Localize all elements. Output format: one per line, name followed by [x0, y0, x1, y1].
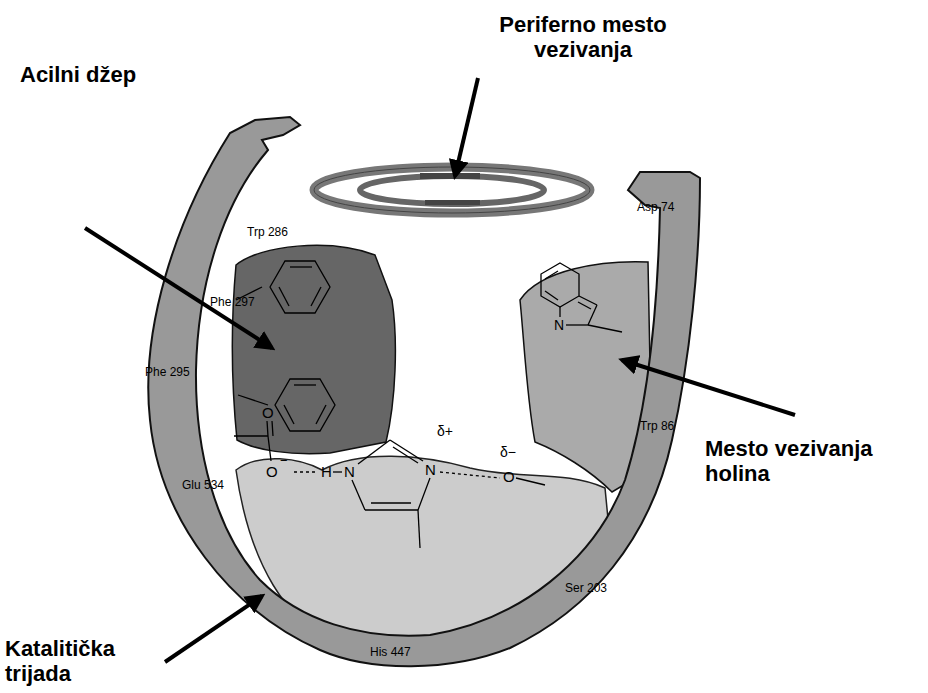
- residue-label: Ser 203: [565, 582, 607, 596]
- leader-arrows: [85, 78, 795, 662]
- residue-label: Trp 86: [640, 420, 674, 434]
- residue-label: Trp 286: [247, 226, 288, 240]
- triad-bonds: [234, 421, 545, 548]
- residue-label: Phe 297: [210, 296, 255, 310]
- peripheral-ring-inner: [360, 176, 544, 204]
- callout-title: Acilni džep: [20, 62, 136, 87]
- residue-label: Asp 74: [637, 201, 674, 215]
- atom-label: H: [321, 463, 332, 480]
- atom-label: O: [262, 404, 274, 421]
- callout-title: Mesto vezivanja holina: [705, 436, 923, 486]
- charge-label: −: [280, 454, 288, 469]
- atom-label: N: [554, 317, 564, 333]
- callout-title: Katalitička trijada: [5, 636, 170, 686]
- atom-label: N: [425, 461, 436, 478]
- residue-label: His 447: [370, 646, 411, 660]
- partial-charge: δ−: [500, 444, 516, 460]
- acyl-pocket: [232, 245, 395, 453]
- partial-charge: δ+: [437, 423, 453, 439]
- callout-title: Periferno mesto vezivanja: [478, 12, 688, 62]
- indole-ring: [541, 263, 622, 332]
- residue-label: Glu 534: [182, 479, 224, 493]
- residue-label: Phe 295: [145, 366, 190, 380]
- peripheral-ring-outer: [314, 167, 590, 213]
- atom-label: O: [266, 463, 278, 480]
- peripheral-ring-outline: [314, 167, 590, 213]
- atom-label: O: [503, 468, 515, 485]
- ring-mark: [425, 200, 480, 205]
- atom-label: N: [344, 463, 355, 480]
- phenyl-rings: [236, 261, 335, 431]
- ring-mark: [420, 173, 480, 179]
- gorge-band: [148, 117, 700, 666]
